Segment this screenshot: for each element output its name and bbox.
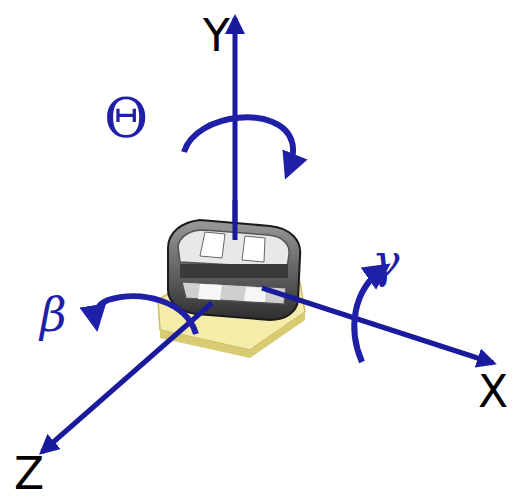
rotation-label: γ: [372, 238, 400, 284]
axis-label: Y: [203, 14, 230, 58]
rotation-label: Θ: [104, 92, 148, 146]
axis-label: Z: [14, 452, 44, 496]
rotation-label: β: [40, 292, 67, 338]
axis-label: X: [478, 370, 508, 414]
